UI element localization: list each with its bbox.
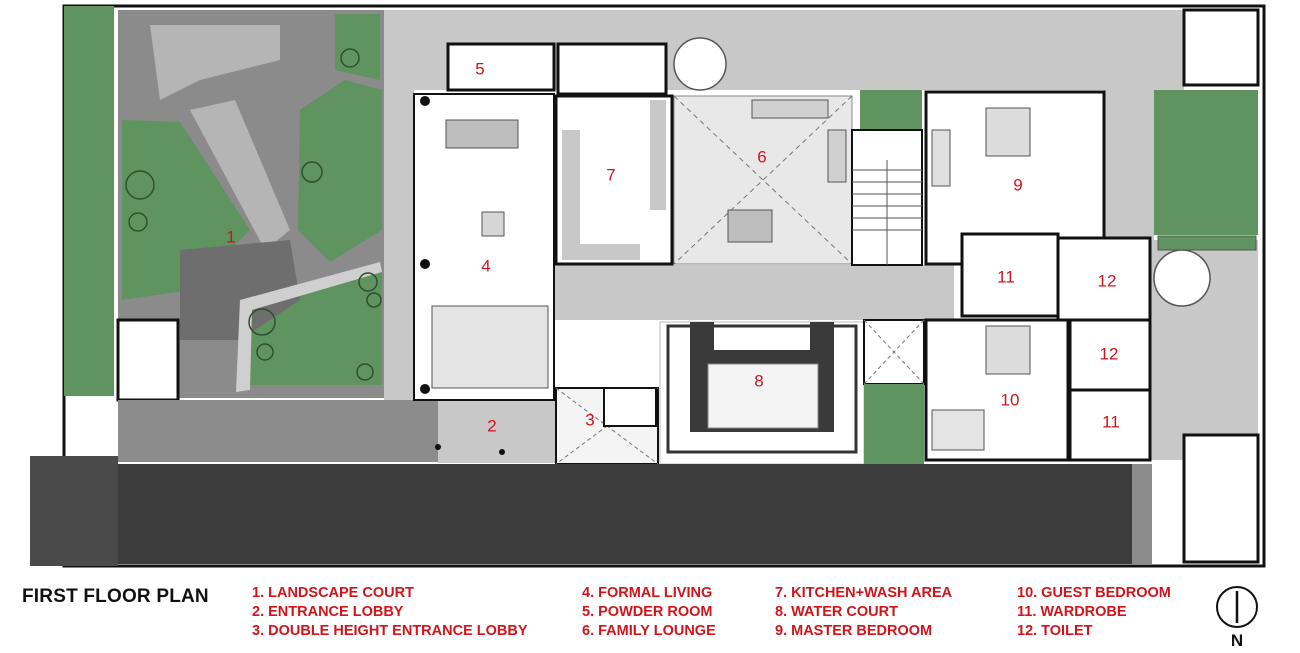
west-landscape-strip [64, 6, 114, 396]
legend-item: 6. FAMILY LOUNGE [582, 623, 716, 639]
plan-title: FIRST FLOOR PLAN [22, 586, 209, 607]
skylight-diag-a [673, 95, 853, 265]
lobby-dots [435, 444, 505, 455]
room-label-3: 3 [585, 410, 594, 429]
master-sofa [931, 129, 951, 187]
legend-item: 4. FORMAL LIVING [582, 585, 713, 601]
coffee-table [481, 211, 505, 237]
wardrobe-upper [960, 232, 1060, 318]
kitchen-island [650, 100, 666, 210]
powder-room [446, 42, 556, 92]
stair-treads [852, 160, 922, 265]
north-label: N [1231, 631, 1243, 650]
legend-item: 3. DOUBLE HEIGHT ENTRANCE LOBBY [252, 623, 528, 639]
lounge-tv [827, 129, 847, 183]
legend-item: 1. LANDSCAPE COURT [252, 585, 414, 601]
entry-steps [118, 400, 438, 462]
legend-column-3: 7. KITCHEN+WASH AREA 8. WATER COURT 9. M… [775, 584, 952, 641]
driveway [118, 464, 1132, 564]
driveway-ramp [1132, 464, 1152, 564]
planter-east [1157, 235, 1257, 251]
room-label-5: 5 [475, 59, 484, 78]
legend-item: 5. POWDER ROOM [582, 604, 713, 620]
court-walk [190, 100, 290, 250]
legend-item: 9. MASTER BEDROOM [775, 623, 933, 639]
lobby-floor [438, 398, 556, 463]
legend-item: 10. GUEST BEDROOM [1017, 585, 1171, 601]
skylight-small-b [863, 319, 925, 385]
water-court-basin [707, 363, 819, 429]
room-label-8: 8 [754, 371, 763, 390]
lawn-east [298, 80, 382, 262]
guest-bed [985, 325, 1031, 375]
east-landscape [1154, 90, 1258, 235]
skylight-diag-b [673, 95, 853, 265]
road-edge-west [30, 456, 118, 566]
master-bed [985, 107, 1031, 157]
room-label-4: 4 [481, 256, 490, 275]
room-label-12-upper: 12 [1098, 271, 1117, 290]
floor-plan-drawing: 1 2 3 4 5 6 7 8 9 10 11 11 12 12 [30, 4, 1266, 568]
pantry-room [556, 42, 668, 96]
room-label-11-lower: 11 [1102, 412, 1120, 431]
sofa-formal [431, 305, 549, 389]
lounge-sofa [751, 99, 829, 119]
water-court-frame [666, 324, 858, 454]
room-label-7: 7 [606, 165, 615, 184]
room-label-10: 10 [1001, 390, 1020, 409]
guest-desk [931, 409, 985, 451]
legend-column-4: 10. GUEST BEDROOM 11. WARDROBE 12. TOILE… [1017, 584, 1171, 641]
legend-item: 2. ENTRANCE LOBBY [252, 604, 404, 620]
east-terrace [1104, 90, 1154, 240]
dining-table [445, 119, 519, 149]
room-label-2: 2 [487, 416, 496, 435]
lobby-lift [603, 387, 657, 427]
legend-item: 12. TOILET [1017, 623, 1093, 639]
legend-item: 11. WARDROBE [1017, 604, 1127, 620]
court-steps [180, 240, 300, 340]
spiral-stair-east [1153, 249, 1211, 307]
kitchen-counter [562, 130, 640, 260]
stair-box-west [116, 318, 180, 402]
west-terrace [384, 90, 414, 400]
room-label-12-lower: 12 [1100, 344, 1119, 363]
room-label-1: 1 [226, 227, 235, 246]
green-court [860, 90, 922, 130]
room-label-9: 9 [1013, 175, 1022, 194]
north-arrow-icon: N [1216, 586, 1258, 650]
ne-box [1182, 8, 1260, 87]
legend-column-2: 4. FORMAL LIVING 5. POWDER ROOM 6. FAMIL… [582, 584, 716, 641]
lawn-north [335, 14, 380, 80]
columns [420, 96, 430, 394]
court-trees [125, 48, 382, 381]
wardrobe-lower [1068, 388, 1152, 462]
room-label-6: 6 [757, 147, 766, 166]
room-label-11-upper: 11 [997, 267, 1015, 286]
legend-item: 8. WATER COURT [775, 604, 898, 620]
legend-item: 7. KITCHEN+WASH AREA [775, 585, 953, 601]
court-walk-2 [236, 262, 382, 392]
legend-column-1: 1. LANDSCAPE COURT 2. ENTRANCE LOBBY 3. … [252, 584, 528, 641]
green-strip-south [864, 384, 924, 464]
central-corridor [554, 265, 954, 320]
se-box [1182, 433, 1260, 564]
court-path [150, 25, 280, 100]
lounge-table [727, 209, 773, 243]
spiral-stair-north [673, 37, 727, 91]
